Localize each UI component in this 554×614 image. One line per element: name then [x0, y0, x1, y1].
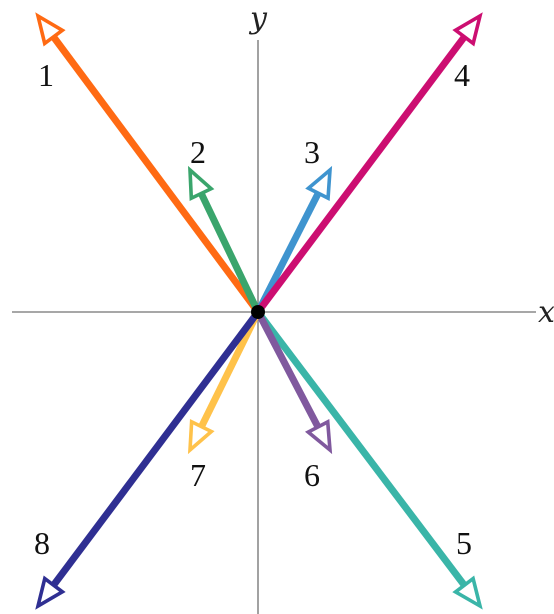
- vector-4-arrowhead: [452, 12, 483, 47]
- vectors: [35, 12, 483, 610]
- vector-1: [35, 12, 261, 315]
- vector-6: [254, 310, 333, 455]
- vector-4: [255, 12, 483, 315]
- vector-6-label: 6: [304, 457, 320, 493]
- vector-1-arrowhead: [35, 12, 66, 47]
- y-axis-label: y: [248, 1, 268, 36]
- vector-5-arrowhead: [452, 575, 483, 610]
- vector-2-label: 2: [190, 134, 206, 170]
- vector-3-shaft: [254, 189, 323, 314]
- axes: x y: [12, 1, 554, 614]
- vector-8: [35, 309, 261, 610]
- vector-2-shaft: [197, 190, 262, 314]
- vector-5-label: 5: [456, 525, 472, 561]
- vector-7: [187, 310, 262, 455]
- vector-7-label: 7: [190, 457, 206, 493]
- origin-dot: [251, 305, 265, 319]
- vector-5: [255, 309, 483, 610]
- vector-6-shaft: [254, 310, 323, 431]
- vector-2: [188, 165, 262, 314]
- vector-6-arrowhead: [304, 419, 333, 455]
- vector-4-label: 4: [454, 57, 470, 93]
- vector-1-label: 1: [38, 57, 54, 93]
- vector-labels: 1 2 3 4 5 6 7 8: [34, 57, 472, 561]
- vector-8-label: 8: [34, 525, 50, 561]
- vector-1-shaft: [49, 33, 261, 315]
- vector-8-arrowhead: [35, 575, 66, 610]
- vector-7-arrowhead: [187, 419, 215, 455]
- vector-5-shaft: [255, 309, 469, 589]
- x-axis-label: x: [538, 295, 554, 330]
- vector-4-shaft: [255, 33, 469, 315]
- vector-2-arrowhead: [188, 165, 215, 201]
- vector-3-arrowhead: [305, 165, 333, 201]
- vector-7-shaft: [197, 310, 262, 431]
- vector-3-label: 3: [304, 134, 320, 170]
- vector-8-shaft: [49, 309, 261, 589]
- vector-3: [254, 165, 333, 314]
